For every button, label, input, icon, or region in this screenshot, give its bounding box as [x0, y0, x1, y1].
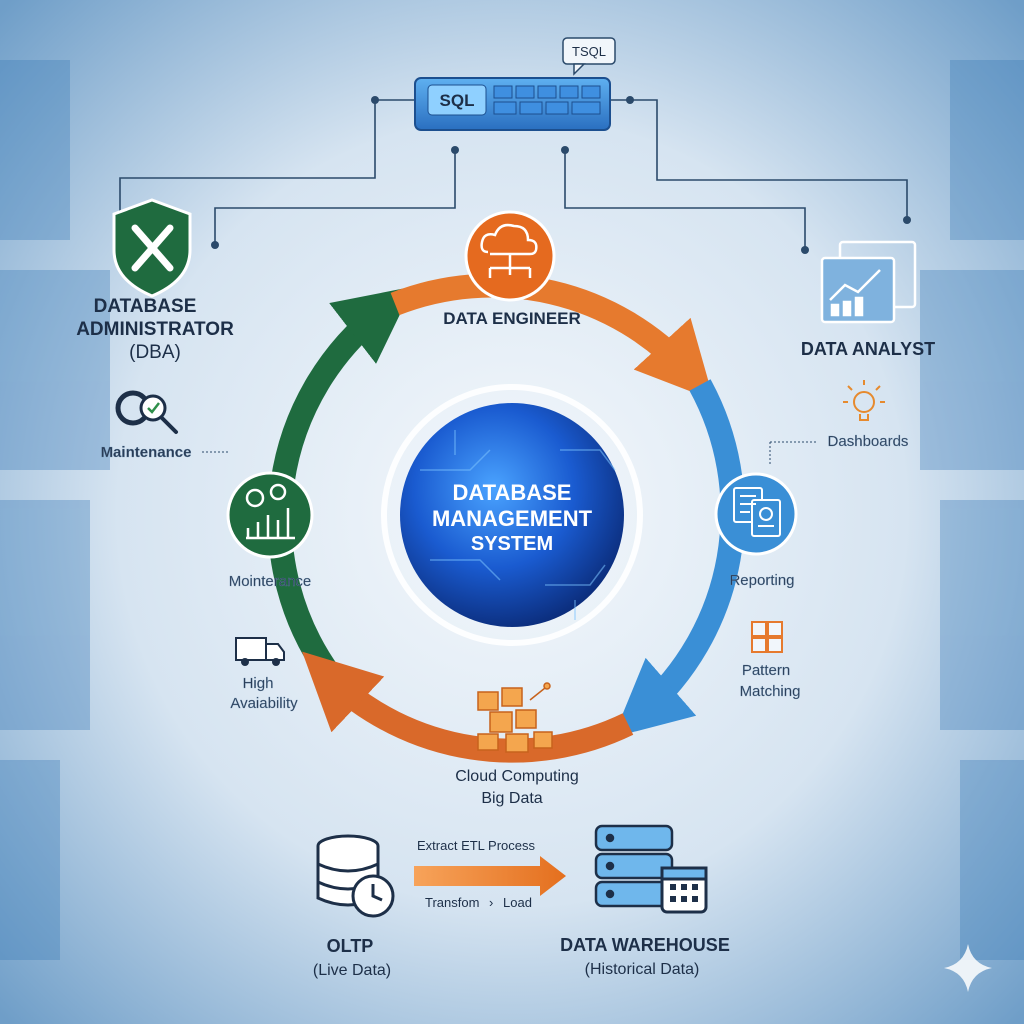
- data-engineer-node: DATA ENGINEER: [443, 210, 581, 328]
- oltp-subtitle: (Live Data): [313, 962, 391, 979]
- truck-icon: [235, 637, 285, 666]
- reporting-node: Reporting: [714, 472, 798, 589]
- dashboard-monitor-icon: [820, 240, 917, 324]
- warehouse-subtitle: (Historical Data): [585, 961, 700, 978]
- green-cycle-node: Mointerance: [226, 471, 314, 590]
- dbms-title-line1: DATABASE: [453, 480, 572, 505]
- calendar-icon: [660, 866, 708, 914]
- maintenance-label: Maintenance: [101, 444, 192, 461]
- etl-transform-label: Transfom › Load: [425, 895, 532, 910]
- cloud-network-icon: [480, 223, 538, 278]
- availability-label: Avaiability: [230, 695, 298, 712]
- etl-top-label: Extract ETL Process: [417, 838, 535, 853]
- data-analyst-block: DATA ANALYST: [801, 240, 935, 359]
- data-engineer-label: DATA ENGINEER: [443, 309, 581, 328]
- reporting-label: Reporting: [729, 572, 794, 589]
- report-documents-icon: [733, 487, 781, 537]
- dashboards-item: Dashboards: [769, 380, 909, 465]
- dba-label-line2: ADMINISTRATOR: [76, 319, 234, 340]
- high-label: High: [243, 675, 274, 692]
- mointerance-label: Mointerance: [229, 573, 312, 590]
- dba-label-line1: DATABASE: [94, 296, 197, 317]
- arrow-orange-top: [390, 273, 714, 401]
- pattern-label: Pattern: [742, 662, 790, 679]
- sql-key-label: SQL: [440, 91, 475, 110]
- dbms-globe: DATABASE MANAGEMENT SYSTEM: [381, 384, 643, 646]
- big-data-label: Big Data: [481, 790, 542, 807]
- etl-arrow: [414, 856, 566, 896]
- data-warehouse-block: DATA WAREHOUSE (Historical Data): [560, 824, 730, 978]
- arrow-orange-bottom: [302, 651, 634, 763]
- etl-process: Extract ETL Process Transfom › Load: [414, 838, 566, 910]
- sql-keyboard: SQL: [414, 77, 611, 131]
- tsql-label: TSQL: [572, 44, 606, 59]
- connector-lines: [119, 99, 908, 250]
- gears-chart-icon: [245, 483, 295, 540]
- cloud-computing-label: Cloud Computing: [455, 768, 579, 785]
- background-server-panels: [0, 60, 1024, 960]
- maintenance-item: Maintenance: [100, 390, 230, 461]
- dbms-title-line2: MANAGEMENT: [432, 506, 593, 531]
- server-stack-icon: [594, 824, 674, 908]
- arrow-blue: [613, 379, 745, 738]
- gear-magnifier-icon: [115, 390, 178, 434]
- dashboards-label: Dashboards: [828, 433, 909, 450]
- database-cubes-icon: [477, 682, 553, 753]
- oltp-title: OLTP: [327, 936, 374, 956]
- dba-block: DATABASE ADMINISTRATOR (DBA): [76, 198, 234, 363]
- dba-label-line3: (DBA): [129, 342, 181, 363]
- sparkle-icon: [944, 944, 992, 992]
- pattern-matching-item: Pattern Matching: [739, 621, 801, 700]
- database-clock-icon: [316, 834, 395, 918]
- cubes-icon: [751, 621, 783, 653]
- oltp-block: OLTP (Live Data): [313, 834, 395, 979]
- high-availability-item: High Avaiability: [230, 637, 298, 712]
- cloud-big-data-item: Cloud Computing Big Data: [455, 682, 579, 807]
- shield-wrench-icon: [112, 198, 192, 298]
- lightbulb-icon: [843, 380, 885, 421]
- matching-label: Matching: [740, 683, 801, 700]
- dbms-title-line3: SYSTEM: [471, 533, 553, 555]
- tsql-bubble: TSQL: [562, 37, 616, 76]
- cycle-ring: [267, 273, 745, 763]
- warehouse-title: DATA WAREHOUSE: [560, 935, 730, 955]
- data-analyst-label: DATA ANALYST: [801, 339, 935, 359]
